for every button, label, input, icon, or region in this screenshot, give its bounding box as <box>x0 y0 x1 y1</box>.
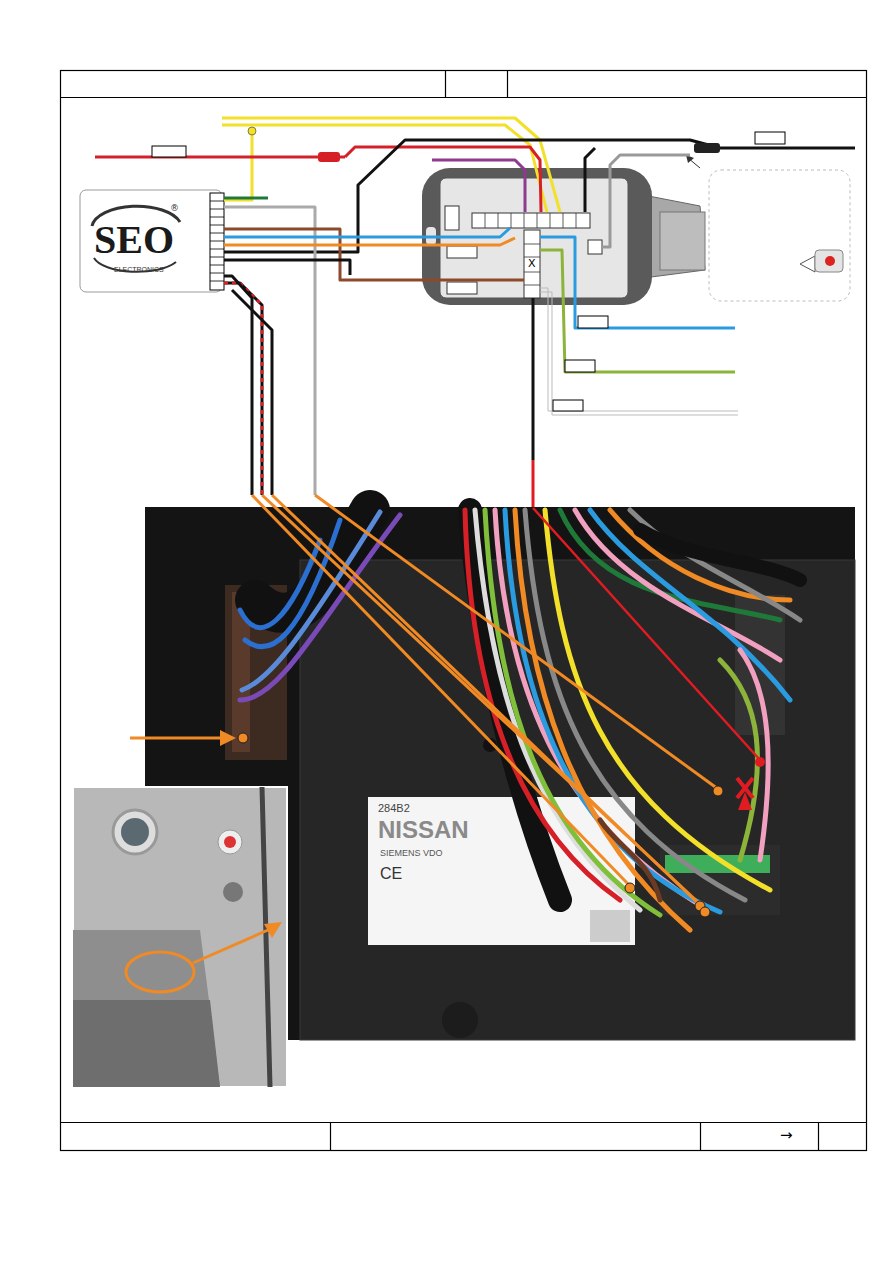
page-arrow: → <box>780 1127 793 1144</box>
cut-line <box>533 508 760 760</box>
maker-name: SIEMENS VDO <box>380 849 443 859</box>
connector-mark: X <box>528 258 536 270</box>
brand-name: NISSAN <box>378 817 469 843</box>
page-frame <box>60 70 867 1151</box>
logo-text: SEO <box>94 218 174 262</box>
wire-bundle <box>240 510 800 930</box>
part-number: 284B2 <box>378 802 410 814</box>
seo-module <box>80 190 222 292</box>
module-logo: SEO ELECTRONICS <box>80 190 210 292</box>
connector-pins <box>210 201 224 281</box>
registered-mark: ® <box>170 204 179 214</box>
connection-point <box>238 733 723 917</box>
logo-subtext: ELECTRONICS <box>114 266 164 274</box>
wire-tag <box>152 132 785 411</box>
part-label: 284B2NISSAN SIEMENS VDO CE <box>368 797 635 945</box>
inset-photo <box>73 787 287 1087</box>
fuse <box>318 152 340 162</box>
white-wire <box>540 288 738 415</box>
module-connector <box>210 193 224 290</box>
fuse <box>694 143 720 153</box>
wiring <box>95 118 855 508</box>
ce-mark: CE <box>380 865 402 883</box>
key-fob <box>800 250 843 272</box>
leader-lines <box>126 495 718 992</box>
remote-box <box>709 170 850 301</box>
